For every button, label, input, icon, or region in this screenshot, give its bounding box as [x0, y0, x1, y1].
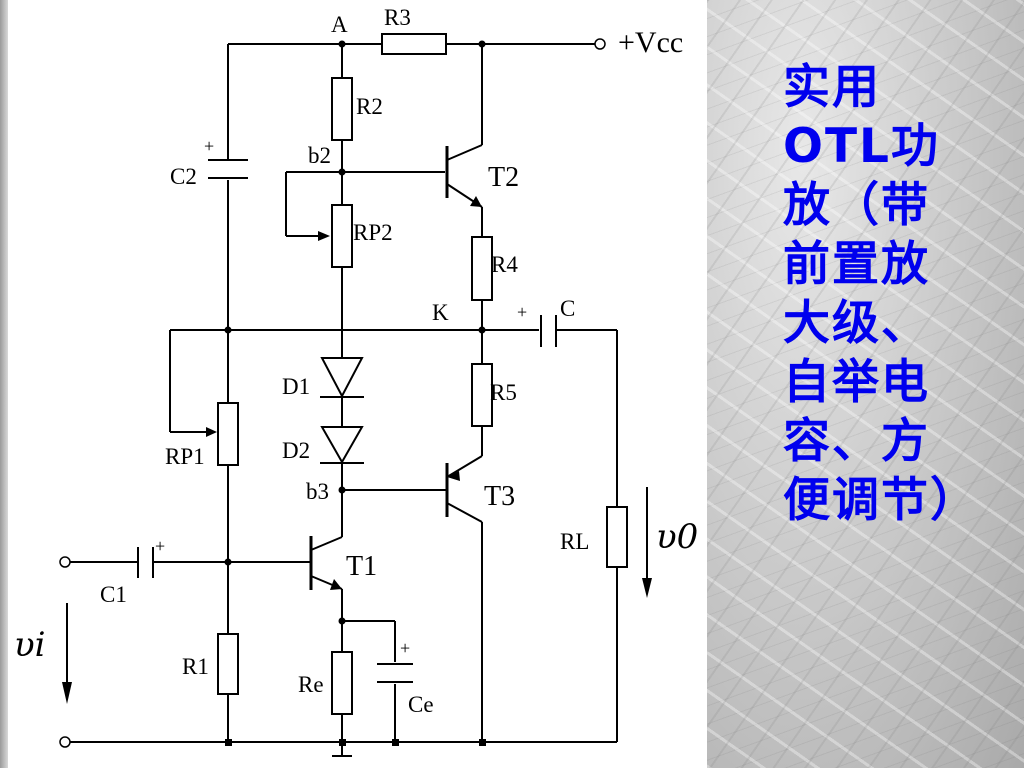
transistor-t3: [445, 455, 483, 523]
rp1-label: RP1: [165, 444, 205, 469]
diode-d2: [320, 426, 364, 465]
vo-label: υ0: [656, 517, 698, 557]
c1-plus-label: +: [155, 536, 165, 556]
transistor-t1: [309, 536, 343, 590]
rp2-wiper-arrow: [318, 231, 330, 241]
t2-label: T2: [488, 162, 519, 193]
ce-plus-label: +: [400, 638, 410, 658]
diode-d1: [320, 357, 364, 399]
r3-label: R3: [384, 5, 411, 30]
node-a-label: A: [331, 12, 348, 37]
rp1-wiper-arrow: [206, 427, 217, 437]
resistor-r5: [471, 363, 493, 427]
vcc-terminal: [594, 38, 606, 50]
r5-label: R5: [490, 380, 517, 405]
c2-plus-label: +: [204, 136, 214, 156]
slide-title: 实用OTL功放（带前置放大级、自举电容、方便调节）: [783, 60, 979, 528]
capacitor-c: [540, 315, 557, 347]
transistor-t2: [445, 144, 483, 208]
capacitor-ce: [377, 663, 413, 683]
marble-background-panel: [707, 0, 1024, 768]
vi-arrow: [62, 603, 72, 704]
capacitor-c2: [208, 159, 248, 179]
rl-label: RL: [560, 529, 589, 554]
c-plus-label: +: [517, 302, 527, 322]
c2-label: C2: [170, 164, 197, 189]
potentiometer-rp1: [217, 402, 239, 466]
slide-left-border: [0, 0, 8, 768]
capacitor-c1: [137, 547, 154, 578]
ground-terminal: [59, 736, 71, 748]
b3-label: b3: [306, 479, 329, 504]
otl-amplifier-schematic: A R3 +Vcc R2 b2 C2 + T2 RP2 R4 K + C D1 …: [14, 5, 698, 757]
input-terminal: [59, 556, 71, 568]
r2-label: R2: [356, 94, 383, 119]
rp2-label: RP2: [353, 220, 393, 245]
resistor-rl: [606, 506, 628, 568]
resistor-re: [331, 651, 353, 715]
node-k-label: K: [432, 300, 449, 325]
vo-arrow: [642, 487, 652, 598]
resistor-r4: [471, 236, 493, 301]
re-label: Re: [298, 672, 324, 697]
b2-label: b2: [308, 143, 331, 168]
r4-label: R4: [491, 252, 518, 277]
resistor-r1: [217, 633, 239, 695]
c-label: C: [560, 296, 575, 321]
vi-label: υi: [14, 625, 46, 665]
c1-label: C1: [100, 582, 127, 607]
d1-label: D1: [282, 374, 310, 399]
d2-label: D2: [282, 438, 310, 463]
resistor-r3: [381, 33, 447, 55]
junction-dots: [224, 40, 486, 746]
resistor-r2: [331, 77, 353, 141]
t1-label: T1: [346, 551, 377, 582]
r1-label: R1: [182, 654, 209, 679]
vcc-label: +Vcc: [618, 26, 683, 59]
ce-label: Ce: [408, 692, 434, 717]
potentiometer-rp2: [331, 204, 353, 268]
t3-label: T3: [484, 481, 515, 512]
circuit-wires: [70, 43, 618, 757]
